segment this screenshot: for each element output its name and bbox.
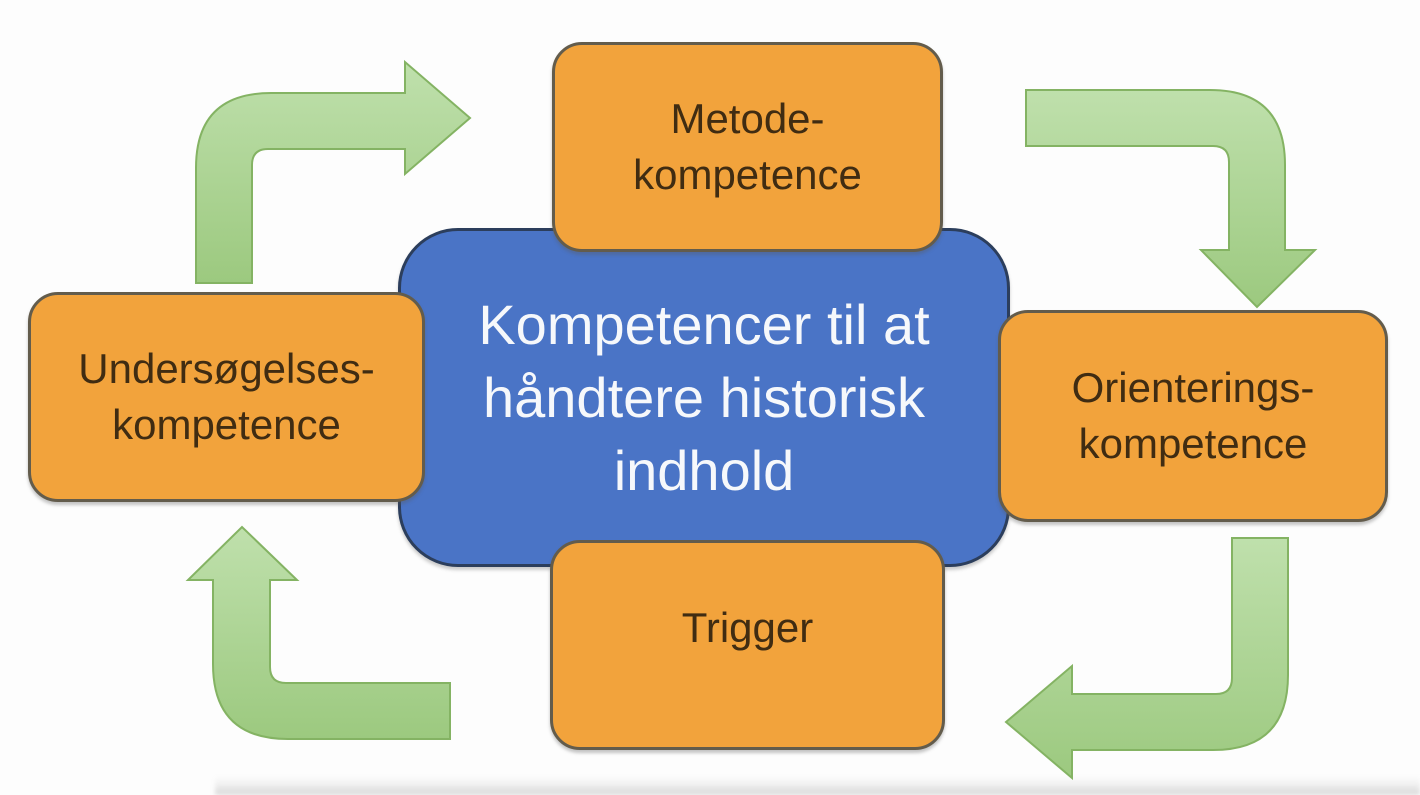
center-concept-line-1: Kompetencer til at (478, 293, 930, 356)
node-label-line: Orienterings- (1071, 364, 1315, 411)
node-orienterings-kompetence: Orienterings- kompetence (998, 310, 1388, 522)
node-undersoegelses-kompetence: Undersøgelses- kompetence (28, 292, 425, 502)
bent-arrow-right-to-bottom-icon (1004, 537, 1289, 781)
center-concept-line-3: indhold (613, 439, 795, 502)
bent-arrow-bottom-to-left-icon (185, 525, 451, 740)
center-concept-box: Kompetencer til at håndtere historisk in… (398, 228, 1010, 567)
node-label-line: kompetence (1078, 420, 1308, 467)
node-metode-kompetence: Metode- kompetence (552, 42, 943, 252)
bottom-edge-artifact (215, 776, 1420, 795)
node-label-line: Undersøgelses- (78, 345, 375, 392)
center-concept-line-2: håndtere historisk (482, 366, 925, 429)
node-label-line: kompetence (112, 401, 341, 448)
node-label-line: Metode- (670, 95, 825, 142)
bent-arrow-left-to-top-icon (195, 59, 472, 284)
bent-arrow-top-to-right-icon (1025, 89, 1318, 309)
node-trigger: Trigger (550, 540, 945, 750)
node-label-line: kompetence (633, 151, 862, 198)
node-label-line: Trigger (681, 604, 814, 651)
